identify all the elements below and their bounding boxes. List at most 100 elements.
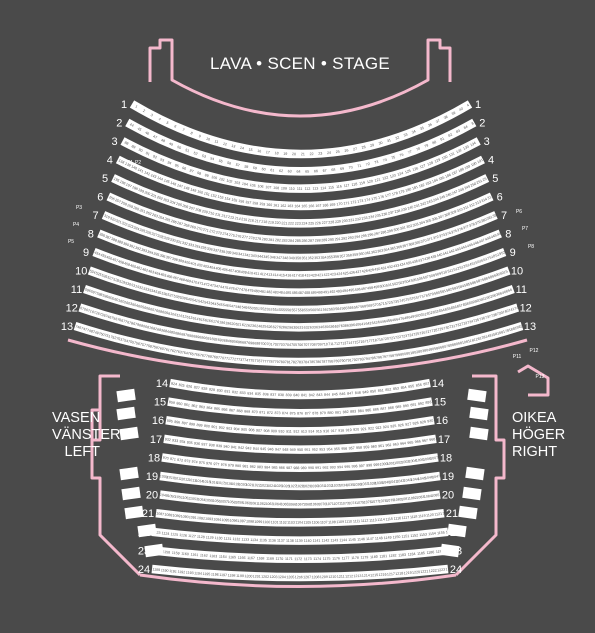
seat-number[interactable]: 2 (142, 109, 146, 113)
seat-number[interactable]: 326 (145, 230, 152, 236)
seat-number[interactable]: 887 (380, 407, 386, 412)
seat-number[interactable]: 304 (419, 220, 426, 226)
seat-number[interactable]: 1176 (332, 556, 340, 560)
seat-number[interactable]: 396 (159, 253, 166, 258)
seat-number[interactable]: 1029 (303, 484, 311, 488)
seat-number[interactable]: 554 (273, 308, 279, 312)
seat-number[interactable]: 221 (281, 221, 287, 225)
seat-number[interactable]: 110 (289, 187, 295, 191)
seat-number[interactable]: 1149 (384, 536, 392, 541)
seat-number[interactable]: 527 (107, 275, 114, 281)
seat-number[interactable]: 209 (201, 209, 208, 214)
seat-number[interactable]: 943 (245, 446, 251, 450)
seat-number[interactable]: 415 (279, 273, 285, 277)
seat-number[interactable]: 463 (148, 269, 155, 274)
seat-number[interactable]: 1159 (172, 551, 180, 556)
seat-number[interactable]: 763 (175, 349, 182, 354)
seat-number[interactable]: 173 (357, 199, 364, 204)
seat-row[interactable]: 8958968978988999009019029039049059069079… (0, 0, 435, 436)
seat-number[interactable]: 178 (391, 191, 398, 196)
seat-number[interactable]: 575 (403, 297, 410, 302)
seat-number[interactable]: 1110 (345, 519, 353, 523)
seat-number[interactable]: 1090 (180, 514, 188, 519)
seat-number[interactable]: 334 (194, 244, 201, 249)
seat-number[interactable]: 1062 (258, 502, 266, 506)
seat-number[interactable]: 305 (425, 218, 432, 224)
seat-number[interactable]: 360 (358, 252, 364, 257)
seat-number[interactable]: 683 (157, 327, 164, 332)
seat-number[interactable]: 686 (175, 331, 182, 336)
seat-number[interactable]: 536 (161, 291, 168, 296)
seat-number[interactable]: 127 (419, 164, 426, 170)
seat-number[interactable]: 715 (352, 340, 358, 345)
seat-number[interactable]: 222 (288, 221, 294, 225)
seat-number[interactable]: 969 (0, 0, 1, 1)
seat-number[interactable]: 923 (375, 426, 381, 431)
seat-number[interactable]: 429 (368, 268, 375, 273)
seat-number[interactable]: 322 (121, 221, 128, 227)
seat-number[interactable]: 516 (477, 258, 484, 264)
seat-number[interactable]: 750 (98, 332, 105, 337)
seat-number[interactable]: 93 (159, 157, 164, 162)
seat-number[interactable]: 744 (0, 0, 1, 1)
seat-number[interactable]: 995 (344, 465, 350, 469)
seat-number[interactable]: 654 (438, 308, 445, 313)
seat-number[interactable]: 996 (351, 464, 357, 468)
side-box-seat[interactable] (467, 388, 487, 403)
seat-number[interactable]: 765 (188, 351, 195, 356)
seat-number[interactable]: 567 (354, 305, 360, 310)
seat-number[interactable]: 1104 (295, 521, 303, 525)
seat-number[interactable]: 891 (410, 402, 417, 407)
seat-number[interactable]: 555 (279, 308, 285, 312)
seat-number[interactable]: 1023 (260, 483, 268, 487)
seat-number[interactable]: 672 (91, 310, 98, 316)
seat-number[interactable]: 210 (208, 211, 215, 216)
seat-number[interactable]: 343 (250, 254, 256, 259)
seat-number[interactable]: 438 (424, 256, 431, 261)
seat-number[interactable]: 963 (393, 442, 399, 447)
seat-number[interactable]: 413 (266, 272, 272, 276)
seat-number[interactable]: 250 (470, 182, 477, 188)
seat-number[interactable]: 287 (308, 239, 314, 243)
seat-number[interactable]: 854 (400, 385, 407, 390)
seat-number[interactable]: 212 (221, 214, 228, 219)
seat-number[interactable]: 160 (266, 203, 272, 208)
seat-number[interactable]: 910 (278, 429, 284, 433)
seat-number[interactable]: 975 (199, 461, 205, 466)
seat-number[interactable]: 1132 (232, 537, 240, 541)
seat-number[interactable]: 656 (450, 305, 457, 310)
seat-number[interactable]: 783 (297, 360, 303, 364)
seat-number[interactable]: 646 (390, 318, 397, 323)
seat-number[interactable]: 436 (412, 259, 419, 264)
seat-number[interactable]: 934 (179, 439, 185, 444)
seat-number[interactable]: 1108 (328, 520, 336, 524)
seat-number[interactable]: 1092 (197, 516, 205, 521)
seat-number[interactable]: 435 (405, 261, 412, 266)
seat-number[interactable]: 59 (253, 166, 258, 171)
seat-number[interactable]: 637 (335, 324, 341, 328)
seat-number[interactable]: 1006 (423, 457, 431, 462)
seat-number[interactable]: 834 (247, 391, 253, 395)
seat-number[interactable]: 585 (464, 282, 471, 288)
seat-number[interactable]: 1014 (195, 479, 203, 484)
seat-number[interactable]: 391 (129, 244, 136, 250)
seat-number[interactable]: 1044 (411, 477, 419, 482)
seat-number[interactable]: 202 (156, 195, 163, 201)
seat-number[interactable]: 131 (448, 151, 455, 157)
seat-number[interactable]: 1120 (426, 513, 434, 518)
seat-number[interactable]: 104 (242, 182, 249, 187)
seat-number[interactable]: 370 (420, 238, 427, 243)
seat-number[interactable]: 14 (240, 146, 245, 151)
side-box-seat[interactable] (458, 505, 478, 520)
seat-number[interactable]: 129 (434, 158, 441, 164)
seat-number[interactable]: 412 (260, 272, 266, 276)
seat-number[interactable]: 710 (322, 342, 328, 346)
seat-number[interactable]: 535 (155, 290, 162, 295)
seat-number[interactable]: 194 (0, 0, 1, 1)
seat-number[interactable]: 1172 (294, 557, 302, 561)
seat-number[interactable]: 589 (487, 274, 494, 280)
seat-number[interactable]: 299 (387, 229, 394, 234)
seat-number[interactable]: 1101 (271, 520, 279, 524)
seat-number[interactable]: 858 (0, 0, 1, 1)
